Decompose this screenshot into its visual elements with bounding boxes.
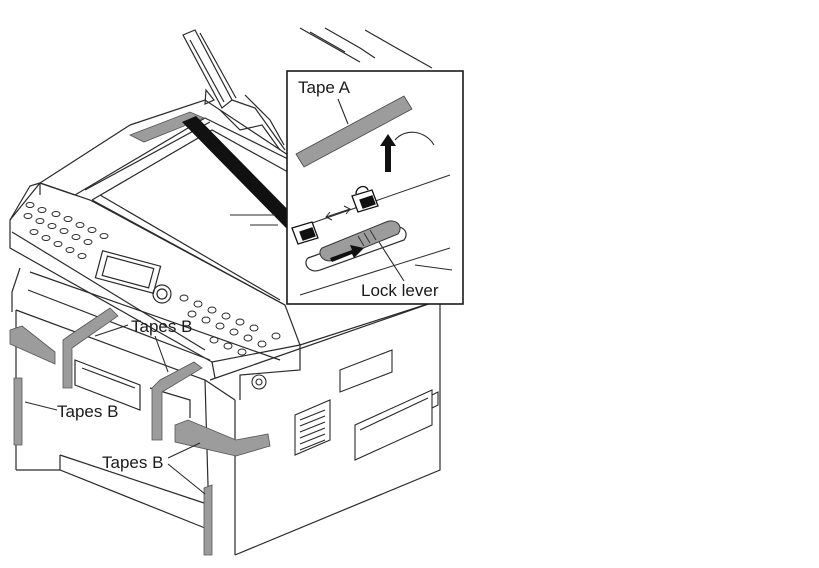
tapes-b xyxy=(9,307,271,556)
double-arrow-icon xyxy=(325,205,351,221)
tape-b-5 xyxy=(13,377,23,446)
printer-body xyxy=(11,160,451,556)
tape-b-1 xyxy=(9,325,56,365)
lock-icon xyxy=(291,221,319,245)
document-lid xyxy=(182,27,433,151)
tape-b-2 xyxy=(62,307,119,389)
callout-pointer xyxy=(182,116,300,232)
label-lock-lever: Lock lever xyxy=(361,281,439,300)
slide-arrow-icon xyxy=(330,245,364,262)
side-details xyxy=(230,214,439,461)
unlock-icon xyxy=(351,185,379,213)
label-tapes-b-bottom: Tapes B xyxy=(102,453,163,472)
label-tape-a: Tape A xyxy=(298,78,351,97)
operation-panel xyxy=(9,182,301,363)
tape-b-4 xyxy=(174,419,271,457)
tape-b-3 xyxy=(151,361,203,441)
up-arrow-icon xyxy=(380,134,396,172)
tape-b-6 xyxy=(203,484,213,556)
label-tapes-b-left: Tapes B xyxy=(57,402,118,421)
tape-a-on-glass xyxy=(129,111,206,143)
tapes-b-leaders xyxy=(24,324,206,495)
label-tapes-b-top: Tapes B xyxy=(131,317,192,336)
callout-box xyxy=(286,70,464,305)
callout-tape-a xyxy=(295,95,413,168)
panel-buttons xyxy=(23,202,281,356)
